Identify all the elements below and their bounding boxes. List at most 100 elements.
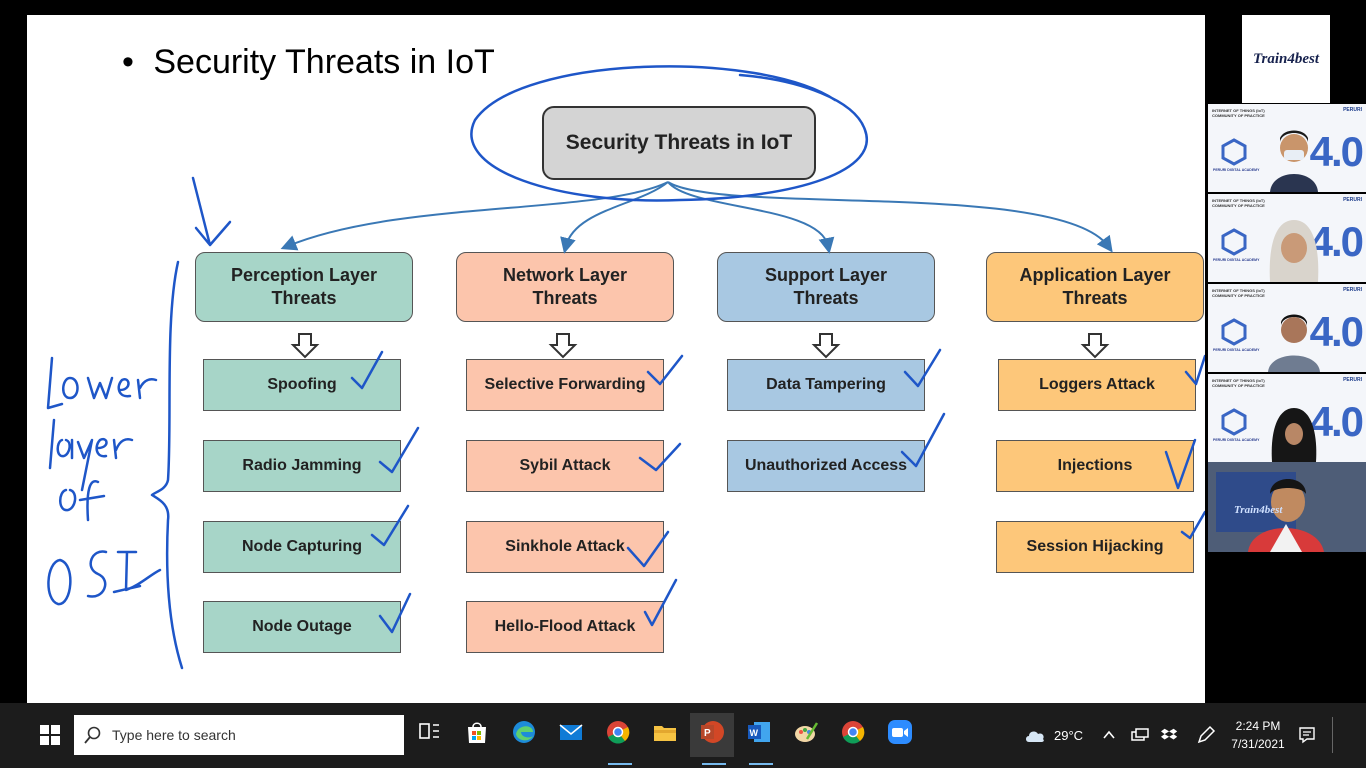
tile-header-title: INTERNET OF THINGS (IoT)	[1212, 288, 1265, 293]
title-text: Security Threats in IoT	[153, 43, 495, 81]
dropbox-icon[interactable]	[1161, 726, 1179, 744]
tile-header-title: INTERNET OF THINGS (IoT)	[1212, 378, 1265, 383]
participant-tile-1[interactable]: INTERNET OF THINGS (IoT)COMMUNITY OF PRA…	[1208, 104, 1366, 192]
academy-hex-icon	[1221, 138, 1247, 166]
leaf-radio-jamming: Radio Jamming	[203, 440, 401, 492]
background-40: 4.0	[1309, 398, 1364, 445]
leaf-unauthorized-access: Unauthorized Access	[727, 440, 925, 492]
academy-label: PERURI DIGITAL ACADEMY	[1213, 348, 1260, 352]
leaf-node-capturing: Node Capturing	[203, 521, 401, 573]
support-layer-label: Support Layer	[764, 265, 888, 285]
edge-browser-icon[interactable]	[511, 719, 537, 745]
file-explorer-icon[interactable]	[652, 719, 678, 745]
windows-taskbar: Type here to search P W 29°C 2:24 PM 7/3…	[0, 703, 1366, 768]
leaf-hello-flood-attack: Hello-Flood Attack	[466, 601, 664, 653]
tile-header-sub: COMMUNITY OF PRACTICE	[1212, 113, 1265, 118]
leaf-injections: Injections	[996, 440, 1194, 492]
search-icon	[84, 726, 101, 744]
tile-header: INTERNET OF THINGS (IoT)COMMUNITY OF PRA…	[1212, 108, 1265, 118]
participant-camera-tile[interactable]: Train4best	[1208, 462, 1366, 552]
weather-temp[interactable]: 29°C	[1054, 728, 1084, 743]
participant-avatar	[1271, 408, 1317, 462]
peruri-brand: PERURI	[1343, 197, 1362, 203]
peruri-brand: PERURI	[1343, 107, 1362, 113]
chrome-profile-icon[interactable]	[840, 719, 866, 745]
pen-icon[interactable]	[1196, 725, 1216, 745]
mail-icon[interactable]	[558, 719, 584, 745]
academy-label: PERURI DIGITAL ACADEMY	[1213, 438, 1260, 442]
clock-time: 2:24 PM	[1235, 719, 1281, 733]
title-bullet: •	[122, 43, 134, 81]
academy-hex-icon	[1221, 408, 1247, 436]
academy-hex-icon	[1221, 228, 1247, 256]
peruri-brand: PERURI	[1343, 287, 1362, 293]
chrome-icon[interactable]	[605, 719, 631, 745]
background-40: 4.0	[1309, 128, 1364, 175]
zoom-icon[interactable]	[887, 719, 913, 745]
peruri-brand: PERURI	[1343, 377, 1362, 383]
tile-header-title: INTERNET OF THINGS (IoT)	[1212, 198, 1265, 203]
tile-header: INTERNET OF THINGS (IoT)COMMUNITY OF PRA…	[1212, 288, 1265, 298]
leaf-selective-forwarding: Selective Forwarding	[466, 359, 664, 411]
perception-layer-label: Perception Layer	[230, 265, 378, 285]
leaf-data-tampering: Data Tampering	[727, 359, 925, 411]
powerpoint-running-indicator	[702, 763, 726, 765]
leaf-loggers-attack: Loggers Attack	[998, 359, 1196, 411]
weather-cloud-icon[interactable]	[1024, 727, 1046, 745]
cam-banner-text: Train4best	[1234, 504, 1283, 516]
application-layer-label: Application Layer	[1019, 265, 1171, 285]
tile-header: INTERNET OF THINGS (IoT)COMMUNITY OF PRA…	[1212, 198, 1265, 208]
camera-feed	[1208, 462, 1366, 552]
leaf-sinkhole-attack: Sinkhole Attack	[466, 521, 664, 573]
support-layer-threats: Threats	[793, 288, 859, 308]
background-40: 4.0	[1309, 308, 1364, 355]
search-placeholder: Type here to search	[112, 727, 236, 743]
application-layer-threats: Threats	[1062, 288, 1128, 308]
system-clock[interactable]: 2:24 PM 7/31/2021	[1222, 717, 1294, 753]
chevron-up-icon[interactable]	[1102, 729, 1116, 741]
participant-tile-3[interactable]: INTERNET OF THINGS (IoT)COMMUNITY OF PRA…	[1208, 284, 1366, 372]
paint-icon[interactable]	[793, 719, 819, 745]
participant-tile-4[interactable]: INTERNET OF THINGS (IoT)COMMUNITY OF PRA…	[1208, 374, 1366, 462]
slide-title: • Security Threats in IoT	[122, 43, 495, 82]
participant-avatar	[1268, 314, 1320, 372]
root-node: Security Threats in IoT	[542, 106, 816, 180]
task-view-icon[interactable]	[417, 719, 443, 745]
microsoft-store-icon[interactable]	[464, 719, 490, 745]
leaf-node-outage: Node Outage	[203, 601, 401, 653]
background-40: 4.0	[1309, 218, 1364, 265]
network-icon[interactable]	[1131, 727, 1149, 743]
chrome-running-indicator	[608, 763, 632, 765]
windows-start-icon[interactable]	[40, 725, 60, 745]
tile-header-title: INTERNET OF THINGS (IoT)	[1212, 108, 1265, 113]
tile-header-sub: COMMUNITY OF PRACTICE	[1212, 293, 1265, 298]
tile-header-sub: COMMUNITY OF PRACTICE	[1212, 383, 1265, 388]
train4best-logo: Train4best	[1242, 15, 1330, 103]
svg-text:W: W	[750, 728, 759, 738]
leaf-session-hijacking: Session Hijacking	[996, 521, 1194, 573]
word-icon[interactable]: W	[746, 719, 772, 745]
participant-tile-2[interactable]: INTERNET OF THINGS (IoT)COMMUNITY OF PRA…	[1208, 194, 1366, 282]
academy-label: PERURI DIGITAL ACADEMY	[1213, 258, 1260, 262]
taskbar-search-box[interactable]: Type here to search	[74, 715, 404, 755]
notifications-icon[interactable]	[1298, 726, 1316, 744]
network-layer-label: Network Layer	[502, 265, 628, 285]
leaf-sybil-attack: Sybil Attack	[466, 440, 664, 492]
academy-label: PERURI DIGITAL ACADEMY	[1213, 168, 1260, 172]
perception-layer-threats: Threats	[271, 288, 337, 308]
tile-header-sub: COMMUNITY OF PRACTICE	[1212, 203, 1265, 208]
leaf-spoofing: Spoofing	[203, 359, 401, 411]
network-layer-threats: Threats	[532, 288, 598, 308]
tile-header: INTERNET OF THINGS (IoT)COMMUNITY OF PRA…	[1212, 378, 1265, 388]
show-desktop-divider[interactable]	[1332, 717, 1333, 753]
clock-date: 7/31/2021	[1231, 737, 1285, 751]
academy-hex-icon	[1221, 318, 1247, 346]
svg-text:P: P	[704, 728, 711, 739]
participant-avatar	[1270, 130, 1318, 192]
powerpoint-icon[interactable]: P	[699, 719, 725, 745]
word-running-indicator	[749, 763, 773, 765]
